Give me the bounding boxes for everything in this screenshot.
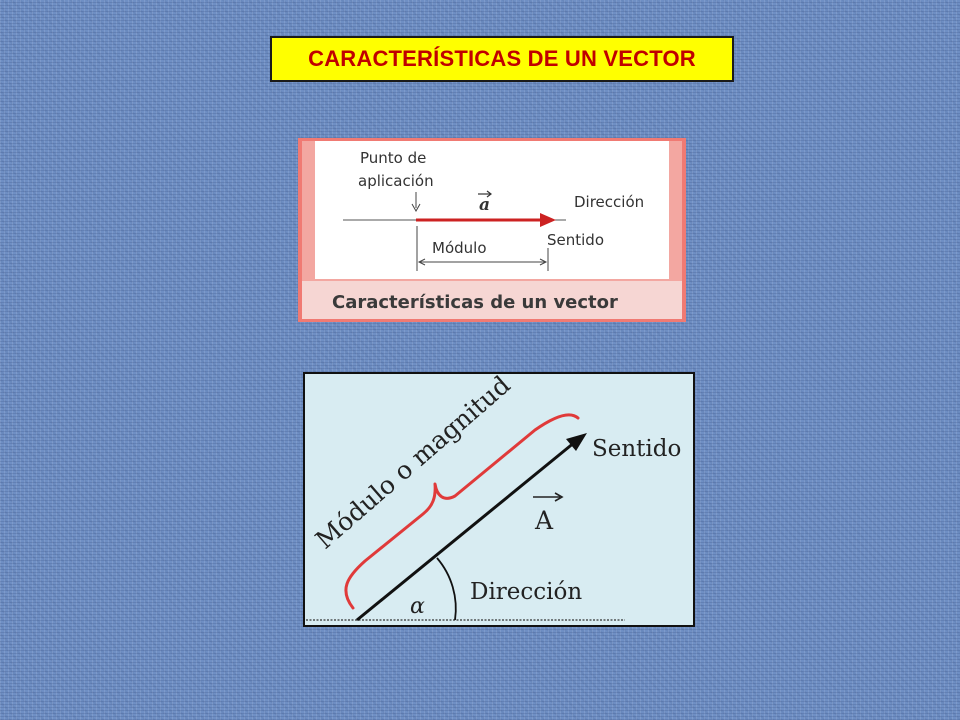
diagram-caption: Características de un vector: [332, 292, 618, 313]
vector-arrowhead: [540, 213, 556, 227]
label-vector-A: A: [534, 506, 554, 535]
vector-a-arrowhead: [566, 433, 587, 451]
label-vector-a: a: [479, 195, 490, 215]
angle-arc: [436, 557, 457, 621]
vector-characteristics-diagram: Punto de aplicación a Dirección Sentido …: [298, 138, 686, 322]
label-sense: Sentido: [592, 436, 681, 462]
module-span-right-arrowhead: [539, 258, 548, 266]
diagram-white-area: [315, 141, 669, 279]
diagram-background: [303, 372, 695, 627]
label-alpha: α: [410, 594, 425, 619]
vector-symbol-arrowhead: [554, 492, 564, 502]
label-sense: Sentido: [547, 231, 604, 249]
label-point-line2: aplicación: [358, 172, 434, 190]
label-direction: Dirección: [470, 579, 582, 605]
caption-band: [302, 281, 682, 319]
point-indicator-arrowhead: [411, 203, 421, 213]
slide-title: CARACTERÍSTICAS DE UN VECTOR: [270, 36, 734, 82]
vector-symbol-arrowhead: [486, 190, 492, 198]
label-direction: Dirección: [574, 193, 644, 211]
vector-a-shaft: [356, 440, 576, 622]
label-point-line1: Punto de: [360, 149, 426, 167]
module-span-left-arrowhead: [417, 258, 426, 266]
vector-magnitude-diagram: α Módulo o magnitud Sentido A Dirección: [303, 372, 695, 627]
magnitude-brace: [344, 413, 580, 610]
label-module: Módulo: [432, 239, 487, 257]
